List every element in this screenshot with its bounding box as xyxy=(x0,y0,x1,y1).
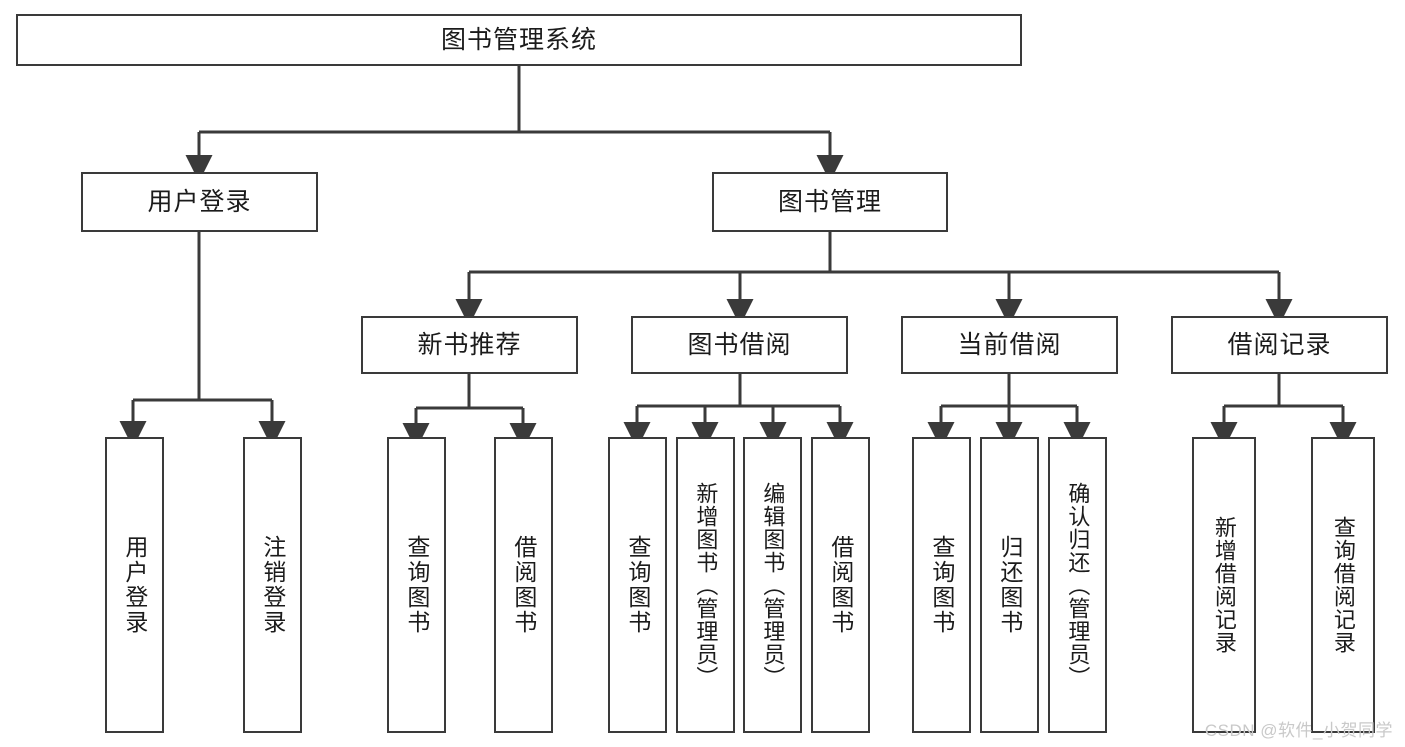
node-book-borrow[interactable]: 图书借阅 xyxy=(631,316,848,374)
leaf-recommend-query-book[interactable]: 查询图书 xyxy=(387,437,446,733)
node-label: 当前借阅 xyxy=(957,330,1062,359)
leaf-user-login-logout[interactable]: 注销登录 xyxy=(243,437,302,733)
leaf-record-query-record[interactable]: 查询借阅记录 xyxy=(1311,437,1375,733)
node-label: 查询图书 xyxy=(928,535,955,635)
leaf-borrow-add-book-admin[interactable]: 新增图书（管理员） xyxy=(676,437,735,733)
leaf-current-return-book[interactable]: 归还图书 xyxy=(980,437,1039,733)
node-label: 图书管理 xyxy=(777,187,882,216)
node-label: 借阅记录 xyxy=(1227,330,1332,359)
node-label: 用户登录 xyxy=(121,535,148,635)
node-label: 新书推荐 xyxy=(417,330,522,359)
node-label: 新增图书（管理员） xyxy=(693,481,719,689)
node-label: 用户登录 xyxy=(147,187,252,216)
node-user-login[interactable]: 用户登录 xyxy=(81,172,318,232)
node-label: 查询图书 xyxy=(624,535,651,635)
node-label: 图书借阅 xyxy=(687,330,792,359)
node-new-book-recommend[interactable]: 新书推荐 xyxy=(361,316,578,374)
node-label: 归还图书 xyxy=(996,535,1023,635)
leaf-borrow-query-book[interactable]: 查询图书 xyxy=(608,437,667,733)
leaf-current-confirm-return-admin[interactable]: 确认归还（管理员） xyxy=(1048,437,1107,733)
leaf-current-query-book[interactable]: 查询图书 xyxy=(912,437,971,733)
node-label: 编辑图书（管理员） xyxy=(760,481,786,689)
csdn-watermark: CSDN @软件_小贺同学 xyxy=(1204,721,1393,740)
node-label: 图书管理系统 xyxy=(440,25,597,54)
node-book-management[interactable]: 图书管理 xyxy=(712,172,948,232)
node-label: 查询图书 xyxy=(403,535,430,635)
node-label: 查询借阅记录 xyxy=(1330,516,1356,654)
node-label: 确认归还（管理员） xyxy=(1065,481,1091,689)
node-borrow-record[interactable]: 借阅记录 xyxy=(1171,316,1388,374)
leaf-borrow-borrow-book[interactable]: 借阅图书 xyxy=(811,437,870,733)
node-label: 注销登录 xyxy=(259,535,286,635)
leaf-borrow-edit-book-admin[interactable]: 编辑图书（管理员） xyxy=(743,437,802,733)
node-label: 新增借阅记录 xyxy=(1211,516,1237,654)
node-label: 借阅图书 xyxy=(510,535,537,635)
leaf-user-login-login[interactable]: 用户登录 xyxy=(105,437,164,733)
node-current-borrow[interactable]: 当前借阅 xyxy=(901,316,1118,374)
node-root-system[interactable]: 图书管理系统 xyxy=(16,14,1022,66)
leaf-record-add-record[interactable]: 新增借阅记录 xyxy=(1192,437,1256,733)
leaf-recommend-borrow-book[interactable]: 借阅图书 xyxy=(494,437,553,733)
node-label: 借阅图书 xyxy=(827,535,854,635)
